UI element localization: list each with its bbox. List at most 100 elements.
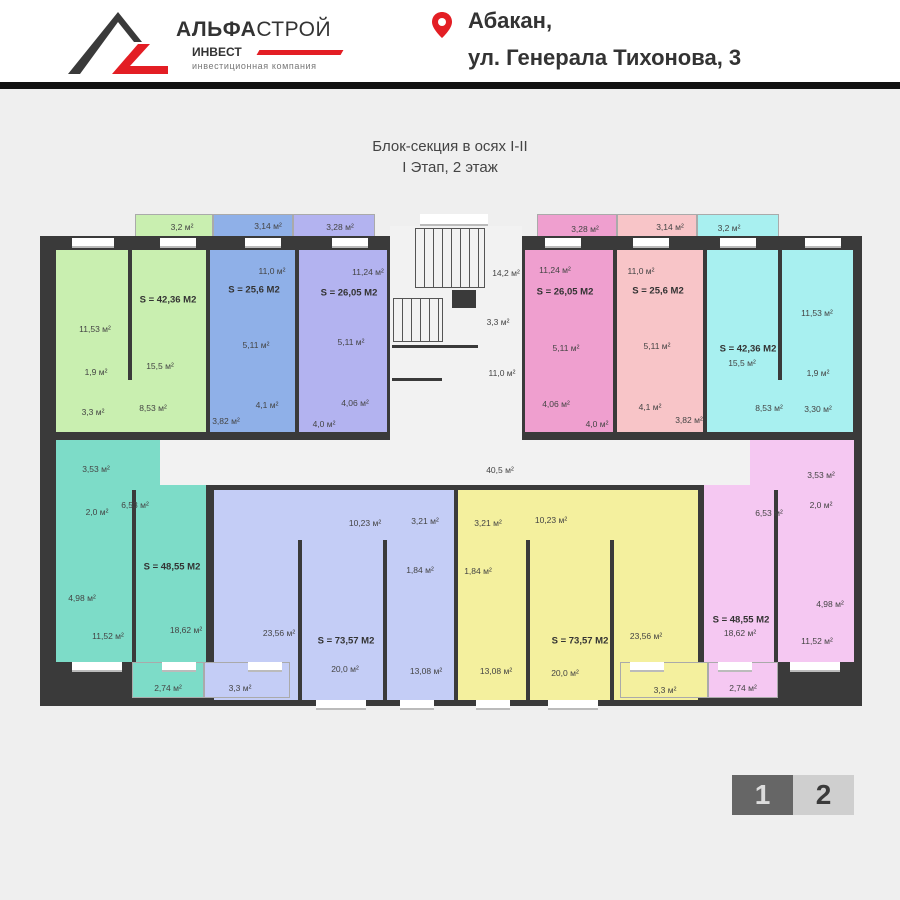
corridor-area: 40,5 м² (486, 465, 514, 475)
wall (454, 486, 458, 700)
balcony-top-r1[interactable] (697, 214, 779, 240)
room-area: 4,1 м² (255, 400, 279, 410)
logo-tagline: инвестиционная компания (192, 61, 317, 71)
window (400, 700, 434, 710)
balcony-area: 3,3 м² (653, 685, 677, 695)
header-divider (0, 82, 900, 89)
window (316, 700, 366, 710)
apartment-top-l3[interactable] (299, 250, 387, 432)
room-area: 11,0 м² (627, 266, 655, 276)
wall (703, 250, 707, 432)
logo-mark-icon (68, 12, 168, 74)
apartment-total: S = 42,36 М2 (719, 343, 777, 355)
page-1-button[interactable]: 1 (732, 775, 793, 815)
window (805, 238, 841, 248)
logo-brand: АЛЬФАСТРОЙ (176, 18, 332, 41)
room-area: 11,52 м² (92, 631, 124, 641)
staircase-upper (415, 228, 485, 288)
balcony-area: 3,3 м² (228, 683, 252, 693)
wall (128, 250, 132, 380)
wall (778, 250, 782, 380)
room-area: 3,30 м² (804, 404, 832, 414)
window (245, 238, 281, 248)
apartment-total: S = 25,6 М2 (632, 285, 684, 297)
balcony-top-l3[interactable] (293, 214, 375, 240)
window (476, 700, 510, 710)
room-area: 3,53 м² (82, 464, 110, 474)
room-area: 18,62 м² (723, 628, 757, 638)
room-area: 4,06 м² (341, 398, 369, 408)
window (720, 238, 756, 248)
room-area: 1,9 м² (806, 368, 830, 378)
wall (392, 345, 478, 348)
plan-subtitle: I Этап, 2 этаж (402, 159, 498, 176)
window (633, 238, 669, 248)
room-area: 23,56 м² (262, 628, 296, 638)
room-area: 5,11 м² (552, 343, 580, 353)
balcony-top-l2[interactable] (213, 214, 293, 240)
window (72, 662, 122, 672)
room-area: 3,82 м² (675, 415, 703, 425)
wall (383, 540, 387, 700)
balcony-area: 3,14 м² (656, 222, 684, 232)
apartment-total: S = 26,05 М2 (320, 287, 378, 299)
apartment-total: S = 73,57 М2 (551, 635, 609, 647)
wall (613, 250, 617, 432)
window (718, 662, 752, 672)
room-area: 4,06 м² (542, 399, 570, 409)
balcony-area: 3,2 м² (170, 222, 194, 232)
room-area: 11,24 м² (352, 267, 384, 277)
wall (295, 250, 299, 432)
room-area: 3,21 м² (474, 518, 502, 528)
stair-area: 14,2 м² (492, 268, 520, 278)
room-area: 3,21 м² (411, 516, 439, 526)
apartment-top-r3[interactable] (525, 250, 613, 432)
page-2-button[interactable]: 2 (793, 775, 854, 815)
window (420, 214, 488, 226)
room-area: 1,9 м² (84, 367, 108, 377)
room-area: 23,56 м² (629, 631, 663, 641)
room-area: 6,53 м² (755, 508, 783, 518)
apartment-total: S = 42,36 М2 (139, 294, 197, 306)
room-area: 3,53 м² (807, 470, 835, 480)
room-area: 11,24 м² (539, 265, 571, 275)
vestibule-area: 3,3 м² (486, 317, 510, 327)
apartment-total: S = 25,6 М2 (228, 284, 280, 296)
wall (452, 290, 476, 308)
room-area: 1,84 м² (464, 566, 492, 576)
room-area: 20,0 м² (331, 664, 359, 674)
room-area: 4,98 м² (68, 593, 96, 603)
window (72, 238, 114, 248)
wall (526, 540, 530, 700)
window (545, 238, 581, 248)
window (162, 662, 196, 672)
logo-sub: ИНВЕСТ (192, 45, 242, 59)
room-area: 4,0 м² (585, 419, 609, 429)
wall (206, 490, 212, 662)
apartment-top-l2[interactable] (210, 250, 295, 432)
wall (774, 490, 778, 662)
room-area: 8,53 м² (755, 403, 783, 413)
room-area: 6,53 м² (121, 500, 149, 510)
apartment-top-r2[interactable] (617, 250, 703, 432)
apartment-total: S = 73,57 М2 (317, 635, 375, 647)
room-area: 10,23 м² (348, 518, 382, 528)
room-area: 13,08 м² (409, 666, 443, 676)
room-area: 2,0 м² (809, 500, 833, 510)
wall (206, 250, 210, 432)
window (790, 662, 840, 672)
company-logo: АЛЬФАСТРОЙ ИНВЕСТ инвестиционная компани… (68, 10, 368, 78)
room-area: 4,98 м² (816, 599, 844, 609)
room-area: 20,0 м² (551, 668, 579, 678)
staircase-lower (393, 298, 443, 342)
apartment-total: S = 48,55 М2 (143, 561, 201, 573)
corridor-right-ext (160, 440, 750, 485)
balcony-area: 3,28 м² (571, 224, 599, 234)
balcony-area: 2,74 м² (154, 683, 182, 693)
room-area: 8,53 м² (139, 403, 167, 413)
map-pin-icon (432, 12, 452, 38)
room-area: 13,08 м² (479, 666, 513, 676)
room-area: 11,52 м² (801, 636, 833, 646)
window (630, 662, 664, 672)
balcony-area: 2,74 м² (729, 683, 757, 693)
